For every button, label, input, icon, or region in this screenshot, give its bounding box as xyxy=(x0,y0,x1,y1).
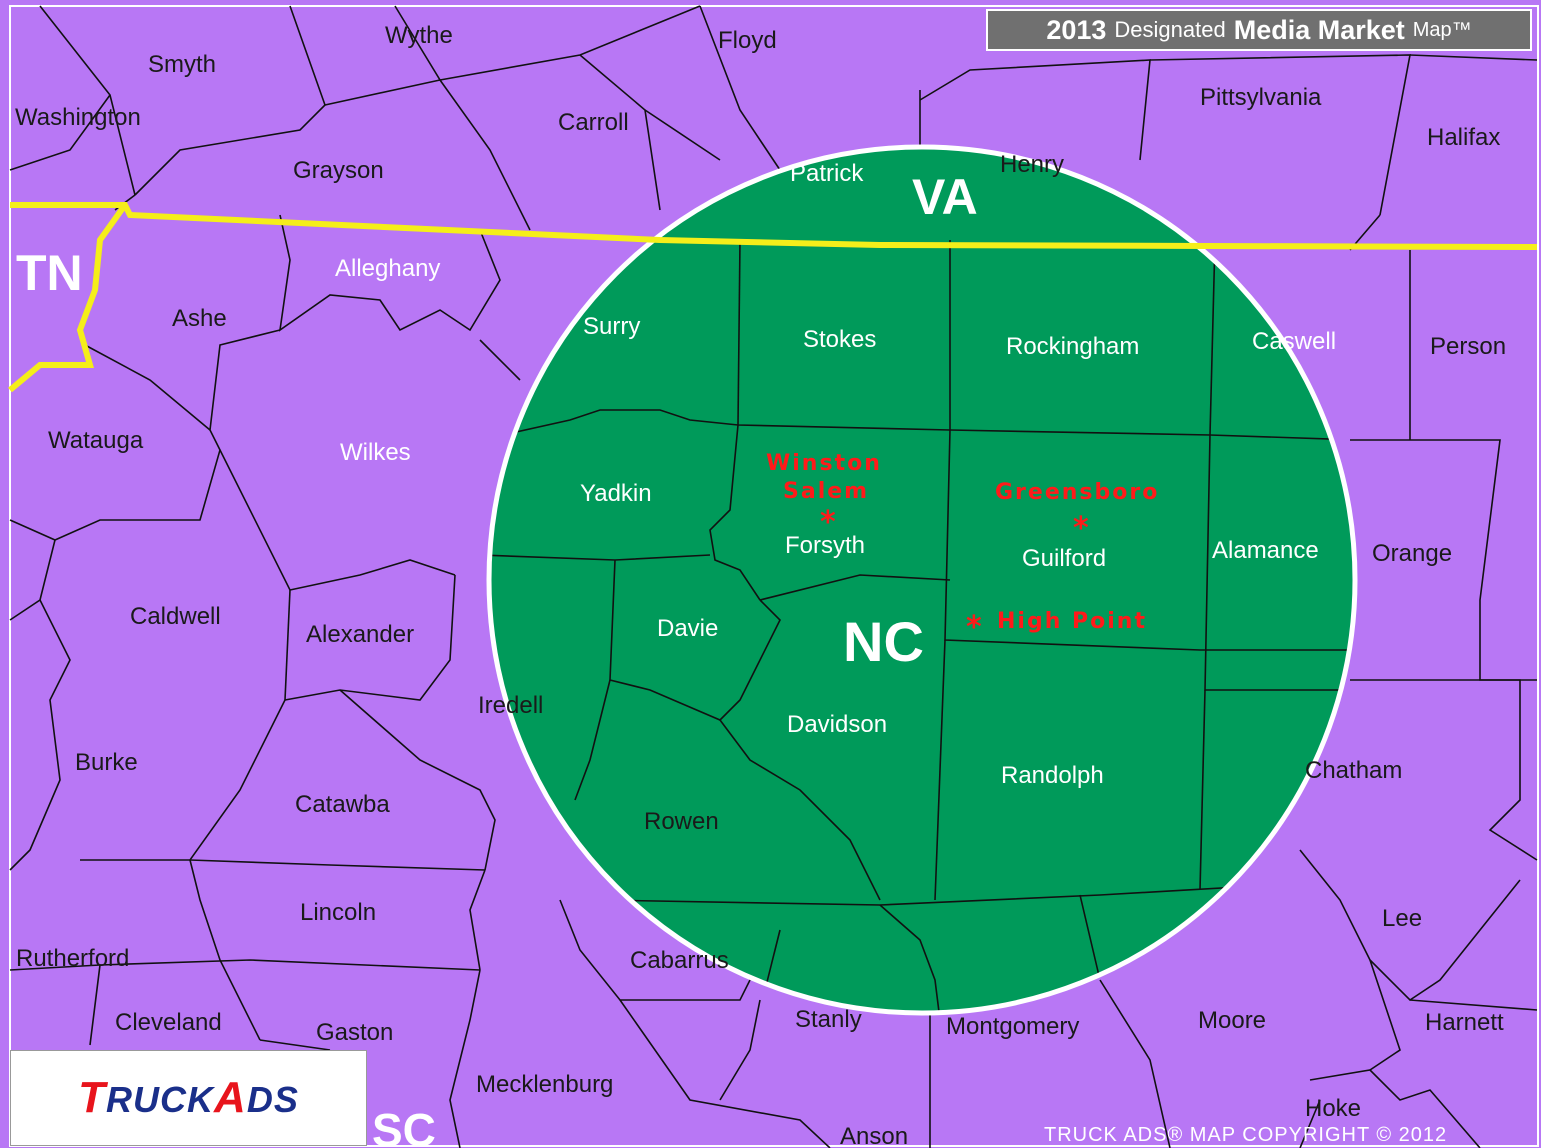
county-label-grayson: Grayson xyxy=(293,157,384,184)
state-label-nc: NC xyxy=(843,610,924,673)
city-label-greensboro: Greensboro xyxy=(995,480,1159,505)
county-label-guilford: Guilford xyxy=(1022,545,1106,572)
county-label-davidson: Davidson xyxy=(787,711,887,738)
county-label-rowen: Rowen xyxy=(644,808,719,835)
county-label-ashe: Ashe xyxy=(172,305,227,332)
city-star-greensboro: * xyxy=(1073,511,1089,546)
map-border xyxy=(9,5,1539,1147)
county-label-cleveland: Cleveland xyxy=(115,1009,222,1036)
county-label-forsyth: Forsyth xyxy=(785,532,865,559)
market-circle-outline xyxy=(486,144,1358,1016)
county-label-alamance: Alamance xyxy=(1212,537,1319,564)
county-label-orange: Orange xyxy=(1372,540,1452,567)
county-boundaries-inside xyxy=(489,239,1355,1013)
county-label-surry: Surry xyxy=(583,313,640,340)
county-label-stokes: Stokes xyxy=(803,326,876,353)
county-label-wythe: Wythe xyxy=(385,22,453,49)
county-label-moore: Moore xyxy=(1198,1007,1266,1034)
logo-text-ds: DS xyxy=(246,1079,299,1120)
county-label-halifax: Halifax xyxy=(1427,124,1500,151)
county-boundaries-outside xyxy=(9,5,1538,1148)
county-label-alexander: Alexander xyxy=(306,621,414,648)
county-label-randolph: Randolph xyxy=(1001,762,1104,789)
county-label-gaston: Gaston xyxy=(316,1019,393,1046)
truckads-logo: TRUCKADS xyxy=(10,1050,367,1146)
logo-letter-a: A xyxy=(214,1073,247,1122)
county-label-alleghany: Alleghany xyxy=(335,255,440,282)
county-label-floyd: Floyd xyxy=(718,27,777,54)
county-label-harnett: Harnett xyxy=(1425,1009,1504,1036)
county-label-patrick: Patrick xyxy=(790,160,864,187)
state-label-tn: TN xyxy=(16,245,83,301)
logo-letter-t: T xyxy=(78,1073,107,1122)
county-label-mecklenburg: Mecklenburg xyxy=(476,1071,613,1098)
title-map-tm: Map™ xyxy=(1412,18,1472,41)
city-star-high-point: * xyxy=(966,610,982,645)
county-label-stanly: Stanly xyxy=(795,1006,862,1033)
state-label-sc: SC xyxy=(372,1104,436,1148)
market-area-circle xyxy=(489,147,1355,1013)
state-borders xyxy=(8,202,1538,393)
county-label-lincoln: Lincoln xyxy=(300,899,376,926)
county-labels-outside: Smyth Wythe Floyd Washington Carroll Pit… xyxy=(15,22,1506,1148)
city-markers: Winston Salem * Greensboro * * High Poin… xyxy=(766,451,1159,645)
county-label-rockingham: Rockingham xyxy=(1006,333,1139,360)
city-label-winston-salem-line2: Salem xyxy=(783,479,869,504)
state-label-va: VA xyxy=(912,169,978,225)
county-label-wilkes: Wilkes xyxy=(340,439,411,466)
county-label-lee: Lee xyxy=(1382,905,1422,932)
county-label-burke: Burke xyxy=(75,749,138,776)
county-label-carroll: Carroll xyxy=(558,109,629,136)
logo-text-ruck: RUCK xyxy=(106,1079,215,1120)
county-label-rutherford: Rutherford xyxy=(16,945,129,972)
county-label-yadkin: Yadkin xyxy=(580,480,652,507)
county-label-iredell: Iredell xyxy=(478,692,543,719)
city-label-high-point: High Point xyxy=(997,609,1147,634)
county-label-washington: Washington xyxy=(15,104,141,131)
title-media-market: Media Market xyxy=(1233,14,1405,45)
county-label-person: Person xyxy=(1430,333,1506,360)
county-label-pittsylvania: Pittsylvania xyxy=(1200,84,1322,111)
county-label-smyth: Smyth xyxy=(148,51,216,78)
county-label-cabarrus: Cabarrus xyxy=(630,947,729,974)
county-label-catawba: Catawba xyxy=(295,791,390,818)
county-label-henry: Henry xyxy=(1000,151,1064,178)
title-designated: Designated xyxy=(1114,17,1226,42)
map-title-banner: 2013 Designated Media Market Map™ xyxy=(986,9,1532,51)
county-label-caldwell: Caldwell xyxy=(130,603,221,630)
city-label-winston-salem-line1: Winston xyxy=(766,451,882,476)
county-labels-market: Patrick Alleghany Surry Stokes Rockingha… xyxy=(335,160,1336,789)
county-label-anson: Anson xyxy=(840,1123,908,1148)
county-label-caswell: Caswell xyxy=(1252,328,1336,355)
copyright-notice: TRUCK ADS® MAP COPYRIGHT © 2012 xyxy=(1044,1124,1448,1146)
county-label-watauga: Watauga xyxy=(48,427,144,454)
county-label-montgomery: Montgomery xyxy=(946,1013,1079,1040)
county-label-davie: Davie xyxy=(657,615,718,642)
county-label-hoke: Hoke xyxy=(1305,1095,1361,1122)
logo-wordmark: TRUCKADS xyxy=(78,1073,299,1123)
county-label-chatham: Chatham xyxy=(1305,757,1402,784)
title-year: 2013 xyxy=(1046,14,1107,45)
city-star-winston-salem: * xyxy=(820,505,836,540)
